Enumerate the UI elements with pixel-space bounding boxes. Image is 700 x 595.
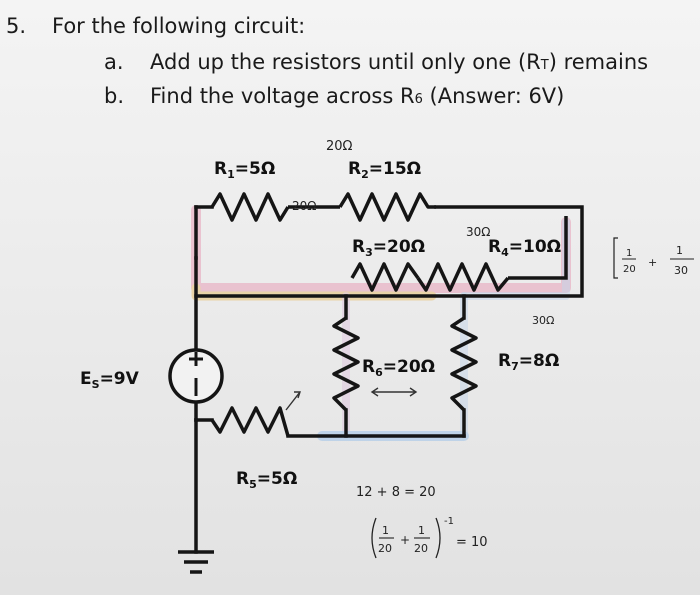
- recip-num-b: 1: [418, 524, 425, 537]
- side-num-a: 1: [626, 248, 632, 259]
- side-num-b: 1: [676, 244, 683, 257]
- resistor-r5: [210, 406, 290, 437]
- part-a-marker: a.: [104, 50, 124, 74]
- part-b-end: (Answer: 6V): [422, 84, 565, 108]
- recip-result: = 10: [456, 535, 488, 550]
- resistor-r4: [416, 262, 510, 292]
- note-mid-20: 20Ω: [292, 199, 316, 213]
- part-b-lead: Find the voltage across R: [150, 84, 415, 108]
- handwritten-arrows: [285, 387, 418, 411]
- r7-label: R7=8Ω: [498, 351, 559, 373]
- resistor-r2: [338, 192, 436, 222]
- circuit-wires: [194, 205, 584, 554]
- recip-num-a: 1: [382, 524, 389, 537]
- note-right-30: 30Ω: [532, 314, 554, 327]
- part-b-text: Find the voltage across R6 (Answer: 6V): [150, 84, 564, 108]
- resistor-r1: [210, 192, 290, 222]
- question-number: 5.: [6, 14, 27, 38]
- resistor-r6: [332, 316, 360, 412]
- note-sum-line: 12 + 8 = 20: [356, 485, 436, 500]
- resistor-r7: [450, 316, 478, 412]
- part-a-lead: Add up the resistors until only one (R: [150, 50, 541, 74]
- r1-label: R1=5Ω: [214, 159, 275, 181]
- note-reciprocal: 1 20 + 1 20 -1 = 10: [371, 516, 488, 559]
- side-den-b: 30: [674, 264, 688, 277]
- r2-label: R2=15Ω: [348, 159, 421, 181]
- r6-label: R6=20Ω: [362, 357, 435, 379]
- resistor-r3: [350, 262, 420, 292]
- part-b-subscript: 6: [414, 92, 423, 107]
- part-a-subscript: T: [540, 58, 549, 73]
- part-a-text: Add up the resistors until only one (RT)…: [150, 50, 648, 74]
- r3-label: R3=20Ω: [352, 237, 425, 259]
- wire-r4-right: [508, 216, 568, 280]
- part-a-end: ) remains: [548, 50, 649, 74]
- recip-den-b: 20: [414, 542, 428, 555]
- ground-symbol: [178, 550, 214, 574]
- side-den-a: 20: [623, 264, 636, 275]
- r4-label: R4=10Ω: [488, 237, 561, 259]
- voltage-source: [168, 348, 224, 404]
- note-top-20: 20Ω: [326, 139, 353, 154]
- recip-plus: +: [400, 533, 410, 547]
- source-label: ES=9V: [80, 369, 140, 391]
- recip-den-a: 20: [378, 542, 392, 555]
- question-title: For the following circuit:: [52, 14, 306, 38]
- recip-power: -1: [444, 516, 454, 527]
- note-top-30: 30Ω: [466, 225, 490, 239]
- note-side-fractions: 1 20 + 1 30: [613, 237, 694, 279]
- side-plus: +: [648, 256, 657, 269]
- part-b-marker: b.: [104, 84, 125, 108]
- r5-label: R5=5Ω: [236, 469, 297, 491]
